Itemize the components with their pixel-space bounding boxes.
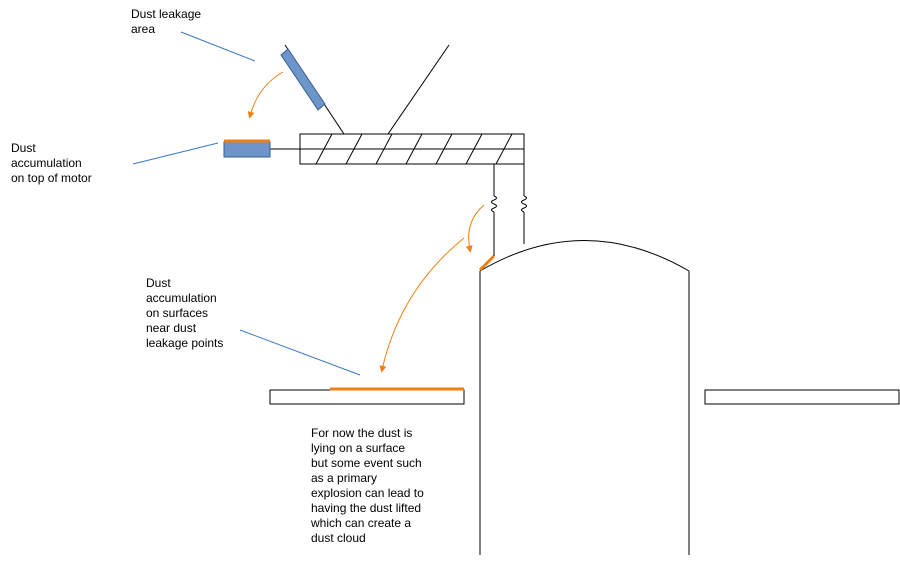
note-line: For now the dust is (311, 426, 413, 440)
platform-right (704, 389, 900, 405)
note-line: as a primary (311, 471, 378, 485)
label-surface-accumulation: Dust accumulation on surfaces near dust … (146, 276, 223, 351)
label-line: Dust (146, 276, 171, 290)
conveyor-flight (375, 133, 393, 165)
leader-line-motor (132, 142, 219, 165)
note-line: but some event such (311, 456, 422, 470)
label-line: accumulation (11, 156, 82, 170)
label-dust-leakage-area: Dust leakage area (131, 7, 201, 37)
leader-line-leakage (180, 31, 256, 62)
label-line: area (131, 22, 156, 36)
label-line: Dust leakage (131, 7, 202, 21)
conveyor-flight (435, 133, 453, 165)
label-motor-accumulation: Dust accumulation on top of motor (11, 141, 92, 186)
label-line: leakage points (146, 336, 224, 350)
leader-line-surface (239, 329, 361, 376)
dust-fall-arrow-platform (379, 237, 465, 373)
note-dust-cloud: For now the dust is lying on a surface b… (311, 426, 424, 546)
label-line: on top of motor (11, 171, 92, 185)
conveyor-flight (315, 133, 333, 165)
note-line: lying on a surface (311, 441, 406, 455)
label-line: near dust (146, 321, 197, 335)
flex-connector-left (491, 195, 497, 213)
note-line: which can create a (311, 516, 412, 530)
label-line: Dust (11, 141, 36, 155)
leaking-hatch (280, 48, 326, 111)
label-line: accumulation (146, 291, 217, 305)
screw-conveyor (270, 133, 525, 165)
dust-fall-arrow-hatch (247, 71, 284, 119)
silo (479, 240, 690, 555)
note-line: having the dust lifted (311, 501, 422, 515)
conveyor-flight (495, 133, 513, 165)
conveyor-flight (465, 133, 483, 165)
label-line: on surfaces (146, 306, 209, 320)
note-line: dust cloud (311, 531, 366, 545)
downspout (491, 164, 527, 256)
dust-on-silo-roof (478, 254, 496, 272)
hopper-right-wall (387, 44, 450, 135)
conveyor-flight (405, 133, 423, 165)
silo-roof (479, 240, 690, 272)
motor (223, 141, 271, 158)
note-line: explosion can lead to (311, 486, 424, 500)
conveyor-flight (345, 133, 363, 165)
platform-left (269, 389, 465, 405)
flex-connector-right (521, 195, 527, 213)
dust-fall-arrow-spout (465, 204, 485, 253)
